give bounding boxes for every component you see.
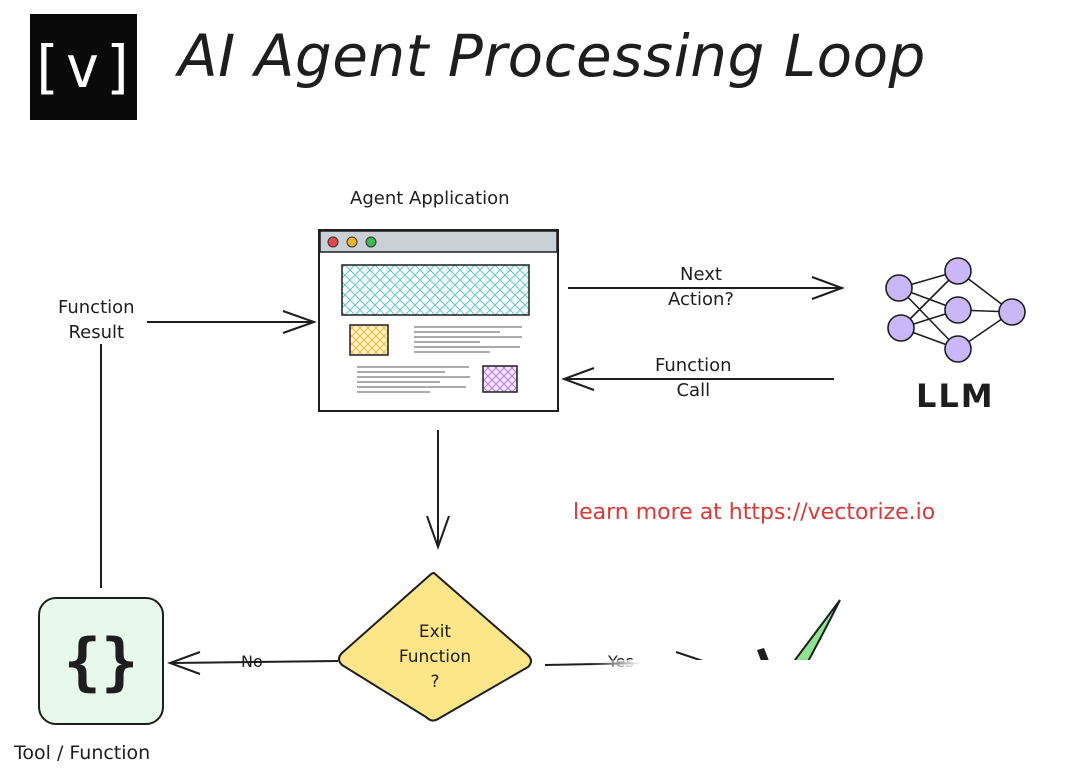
decision-diamond [338,571,532,722]
hatched-banner [341,264,530,316]
tool-function-box: {} [38,597,164,725]
hatched-purple-block [482,365,518,393]
placeholder-text-lines [357,326,522,393]
agent-application-window [318,229,559,412]
arrow-no [167,651,339,675]
tool-function-label: Tool / Function [14,742,151,764]
curly-braces-icon: {} [63,624,139,698]
learn-more-link[interactable]: learn more at https://vectorize.io [573,500,936,525]
arrow-to-llm [568,276,845,300]
llm-label: LLM [916,377,995,415]
next-action-label: Next Action? [668,264,734,310]
arrow-to-decision [426,430,450,550]
window-dots-icon [327,236,377,248]
hatched-yellow-block [349,324,389,356]
bottom-right-fade [590,660,850,784]
logo-text: [v] [28,33,139,101]
decision-label: Exit Function ? [398,622,472,692]
page-title: AI Agent Processing Loop [178,22,926,90]
function-result-label: Function Result [58,297,135,343]
vectorize-logo: [v] [28,14,139,120]
agent-application-label: Agent Application [350,188,510,209]
function-call-label: Function Call [655,355,732,401]
arrow-function-call [561,367,834,391]
neural-network-icon [885,257,1026,363]
no-label: No [241,652,263,671]
arrow-function-result [147,310,317,334]
